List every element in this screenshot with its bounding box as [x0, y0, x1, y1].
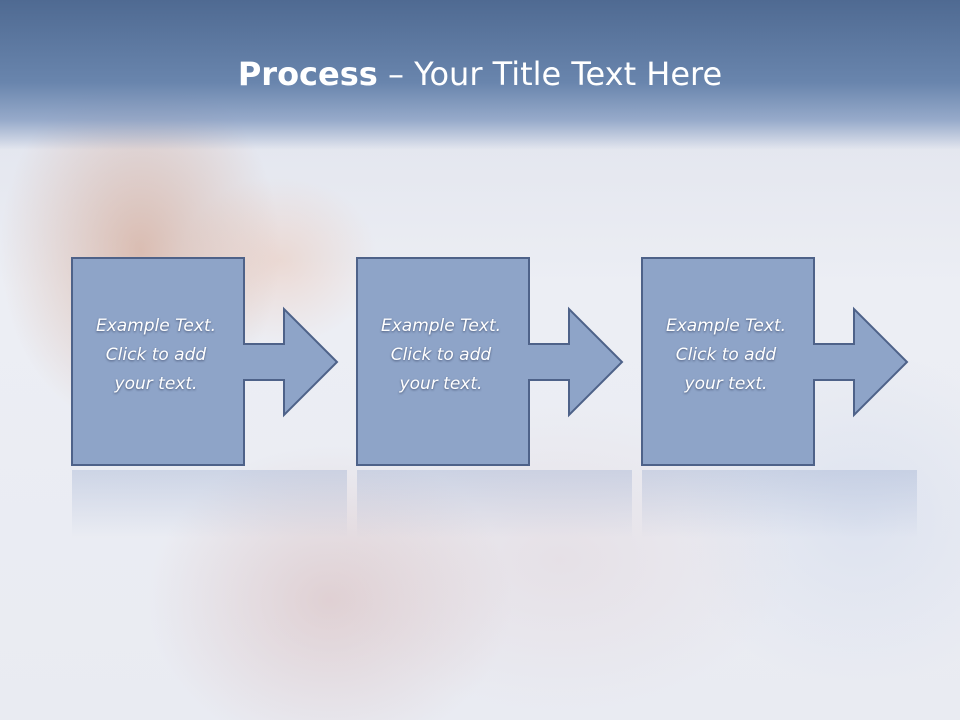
step-text-line: Example Text. [665, 316, 787, 336]
step-text-line: Click to add [390, 345, 492, 365]
step-text-line: your text. [399, 374, 483, 394]
arrow-box-shape [71, 257, 339, 466]
title-rest: – Your Title Text Here [377, 55, 723, 93]
process-step-2[interactable]: Example Text. Click to add your text. [355, 256, 630, 470]
step-text-line: your text. [114, 374, 198, 394]
step-1-reflection [72, 470, 347, 550]
step-text-line: your text. [684, 374, 768, 394]
process-step-1[interactable]: Example Text. Click to add your text. [70, 256, 345, 470]
step-2-reflection [357, 470, 632, 550]
step-text-line: Example Text. [380, 316, 502, 336]
title-bar: Process – Your Title Text Here [0, 0, 960, 150]
step-2-text[interactable]: Example Text. Click to add your text. [355, 312, 527, 399]
step-3-reflection [642, 470, 917, 550]
title-bold: Process [237, 55, 378, 93]
step-3-text[interactable]: Example Text. Click to add your text. [640, 312, 812, 399]
process-step-3[interactable]: Example Text. Click to add your text. [640, 256, 915, 470]
arrow-box-shape [641, 257, 909, 466]
step-text-line: Click to add [105, 345, 207, 365]
arrow-box-shape [356, 257, 624, 466]
slide-title[interactable]: Process – Your Title Text Here [0, 52, 960, 96]
step-text-line: Example Text. [95, 316, 217, 336]
step-1-text[interactable]: Example Text. Click to add your text. [70, 312, 242, 399]
step-text-line: Click to add [675, 345, 777, 365]
